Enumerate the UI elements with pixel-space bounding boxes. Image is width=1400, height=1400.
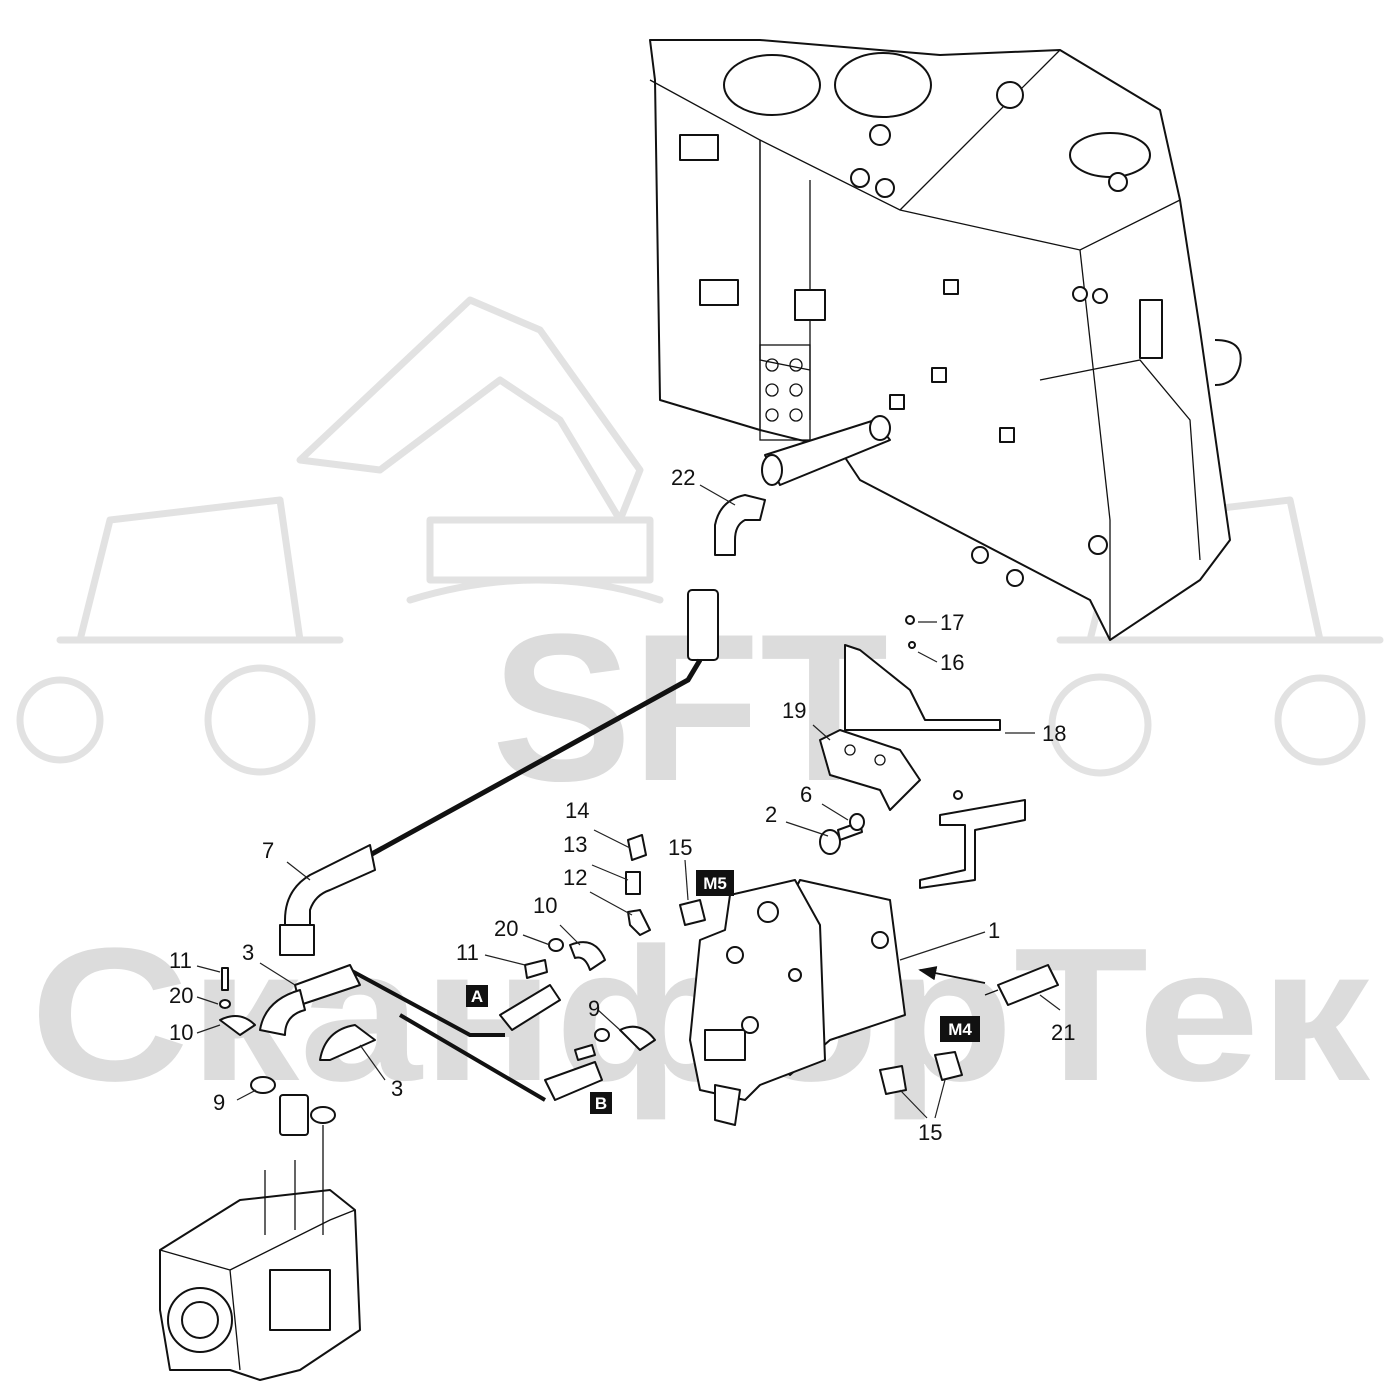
port-label-a: A xyxy=(466,985,488,1007)
callout-20-upper: 20 xyxy=(494,916,518,941)
callout-labels: 22 17 16 19 18 6 2 14 13 15 12 7 10 20 1… xyxy=(169,465,1075,1145)
callout-14: 14 xyxy=(565,798,589,823)
svg-text:A: A xyxy=(471,987,483,1006)
callout-19: 19 xyxy=(782,698,806,723)
callout-20-left: 20 xyxy=(169,983,193,1008)
callout-22: 22 xyxy=(671,465,695,490)
callout-15-bottom: 15 xyxy=(918,1120,942,1145)
callout-12: 12 xyxy=(563,865,587,890)
port-label-m5: M5 xyxy=(696,870,734,896)
svg-text:M5: M5 xyxy=(703,874,727,893)
callout-10-left: 10 xyxy=(169,1020,193,1045)
frame-opening-right xyxy=(1069,132,1151,178)
bracket-assembly xyxy=(819,615,1026,889)
port-label-b: B xyxy=(590,1092,612,1114)
frame-opening-center xyxy=(834,52,932,118)
sealant-tube-21 xyxy=(918,964,1059,1006)
leader-lines xyxy=(196,484,1061,1119)
callout-9-center: 9 xyxy=(588,996,600,1021)
callout-17: 17 xyxy=(940,610,964,635)
o-ring-9-left xyxy=(250,1076,276,1094)
port-label-m4: M4 xyxy=(940,1016,980,1042)
callout-11-left: 11 xyxy=(169,948,192,973)
elbow-fitting-22 xyxy=(714,494,766,556)
svg-text:B: B xyxy=(595,1094,607,1113)
callout-1: 1 xyxy=(988,918,1000,943)
callout-18: 18 xyxy=(1042,721,1066,746)
callout-10-upper: 10 xyxy=(533,893,557,918)
callout-13: 13 xyxy=(563,832,587,857)
callout-7: 7 xyxy=(262,838,274,863)
chassis-frame-housing xyxy=(649,39,1242,641)
callout-2: 2 xyxy=(765,802,777,827)
callout-21: 21 xyxy=(1051,1020,1075,1045)
watermark-tractor-left-outline xyxy=(16,496,344,776)
watermark-excavator-outline xyxy=(296,296,664,604)
callout-3-lower: 3 xyxy=(391,1076,403,1101)
valve-block-1 xyxy=(689,879,906,1126)
hose-7 xyxy=(279,589,719,956)
svg-text:M4: M4 xyxy=(948,1020,972,1039)
callout-16: 16 xyxy=(940,650,964,675)
callout-15-top: 15 xyxy=(668,835,692,860)
callout-3-upper: 3 xyxy=(242,940,254,965)
hose-assembly-a-b xyxy=(219,938,656,1136)
fittings-12-to-15 xyxy=(625,834,963,1095)
o-ring-9-right xyxy=(310,1106,336,1124)
port-labels: M5 A M4 B xyxy=(466,870,980,1114)
frame-opening-left xyxy=(723,54,821,116)
hydraulic-pump xyxy=(159,1125,361,1381)
callout-9-left: 9 xyxy=(213,1090,225,1115)
callout-11-upper: 11 xyxy=(456,940,479,965)
callout-6: 6 xyxy=(800,782,812,807)
